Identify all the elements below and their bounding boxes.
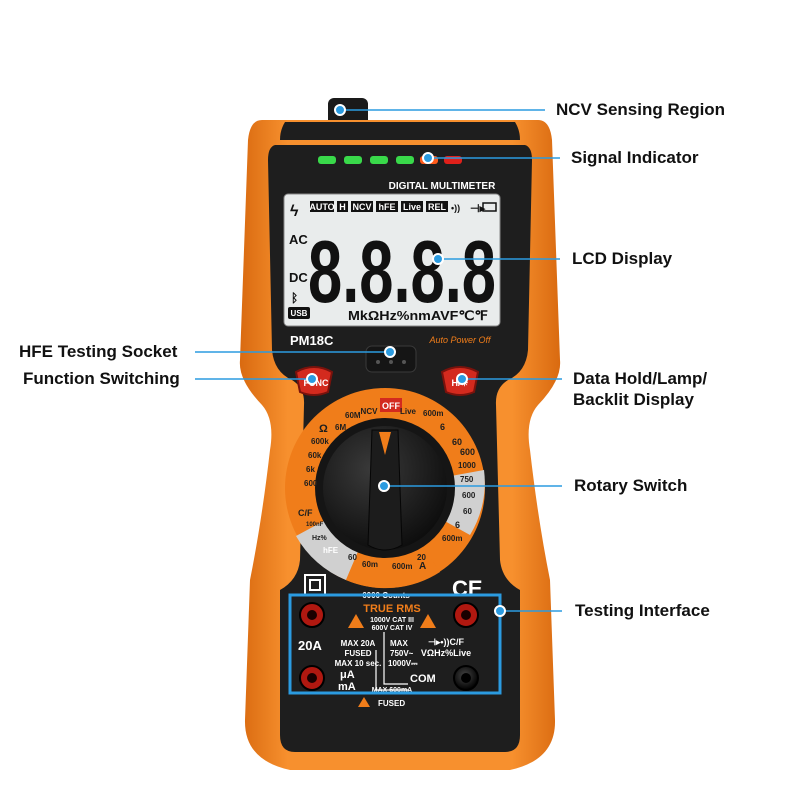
warning-icon-right [420,614,436,628]
callout-testing-interface: Testing Interface [575,601,710,620]
dial-hz: Hz% [312,535,328,542]
ma-label: mA [338,681,356,693]
cat-line-1: 1000V CAT III [370,617,414,624]
callout-ncv-sensing-region: NCV Sensing Region [556,100,726,119]
label-20a: 20A [298,638,322,653]
dial-ua-60: 60 [348,553,357,562]
maxv-line2: 750V~ [390,649,414,658]
dial-vac-600: 600 [462,491,476,500]
lcd-icon-hold: H [339,202,346,212]
dial-ohm-6m: 6M [335,423,346,432]
max20a-line2: FUSED [344,649,371,658]
maxv-line1: MAX [390,639,408,648]
dial-off: OFF [382,401,400,411]
lcd-units: MkΩHz%nmAVF℃℉ [348,308,488,323]
dial-vac-60: 60 [463,507,472,516]
callout-rotary-switch: Rotary Switch [574,476,688,495]
dial-vac-6: 6 [455,520,460,530]
dial-ohm-6k: 6k [306,465,315,474]
lcd-bluetooth-icon: ᛒ [291,291,298,305]
dial-v-600m: 600m [423,409,443,418]
dial-ohm: Ω [319,423,328,435]
dial-label-group: OFF NCV Live 600m 6 60 600 1000 750 600 … [298,398,476,572]
max600ma-label: MAX 600mA [372,687,412,694]
dial-ohm-60m: 60M [345,411,361,420]
lcd-screen [283,193,501,327]
lcd-lightning-icon: ϟ [290,203,299,220]
dial-v-6: 6 [440,422,445,432]
callout-dots [306,104,506,617]
lcd-usb-box [288,307,310,319]
callout-data-hold-line2: Backlit Display [573,390,694,409]
vohm-label: VΩHz%Live [421,648,471,658]
lcd-battery-icon [482,202,497,212]
vohm-function-icons: ⊣▸•))C/F [428,637,465,647]
testing-interface-highlight [288,593,502,695]
lcd-icon-ncv: NCV [352,202,371,212]
dial-a-20: 20 [417,553,426,562]
callout-function-switching: Function Switching [23,369,180,388]
dial-ohm-600k: 600k [311,437,329,446]
dial-ohm-600: 600 [304,479,318,488]
ua-label: μA [340,669,355,681]
dial-ohm-60k: 60k [308,451,322,460]
lcd-icon-hfe: hFE [379,202,396,212]
lcd-usb: USB [291,309,308,318]
lcd-icon-row: AUTO H NCV hFE Live REL [309,201,448,212]
max20a-line3: MAX 10 sec. [335,659,382,668]
dial-v-60: 60 [452,437,462,447]
ce-mark: CE [452,576,483,601]
dial-a: A [419,561,426,572]
dial-v-1000: 1000 [458,461,476,470]
model-label: PM18C [290,333,334,348]
callout-hfe-testing-socket: HFE Testing Socket [19,342,178,361]
callout-lines [195,109,562,612]
dial-hfe: hFE [323,546,339,555]
fused-warning-icon [358,697,370,707]
dial-100nf: 100nF [306,522,324,528]
dial-cf: C/F [298,508,313,518]
lcd-icon-rel: REL [428,202,447,212]
warning-icon-left [348,614,364,628]
lcd-dc: DC [289,270,308,285]
lcd-continuity-icon: •)) [451,203,460,213]
lcd-diode-icon: ⊣▸ [470,203,486,215]
dial-ncv: NCV [361,407,379,416]
callout-signal-indicator: Signal Indicator [571,148,699,167]
auto-power-off-label: Auto Power Off [428,335,492,345]
cat-line-2: 600V CAT IV [372,625,413,632]
fused-label: FUSED [378,699,405,708]
true-rms-label: TRUE RMS [363,603,420,615]
com-label: COM [410,673,436,685]
dial-live: Live [400,407,417,416]
dial-ma-60m: 60m [362,560,378,569]
lcd-icon-auto: AUTO [309,202,334,212]
maxv-line3: 1000V⎓ [388,659,418,668]
top-cap [280,122,520,140]
lcd-icon-live: Live [403,202,421,212]
dial-v-600: 600 [460,447,475,457]
dial-vac-600m: 600m [442,534,462,543]
double-insulation-inner [309,579,321,591]
dial-ma-600m: 600m [392,562,412,571]
callout-lcd-display: LCD Display [572,249,673,268]
lcd-digits: 8.8.8.8 [308,222,496,321]
screen-title: DIGITAL MULTIMETER [389,181,496,192]
lcd-ac: AC [289,232,308,247]
max20a-line1: MAX 20A [341,639,376,648]
callout-data-hold-line1: Data Hold/Lamp/ [573,369,708,388]
dial-vac-750: 750 [460,475,474,484]
